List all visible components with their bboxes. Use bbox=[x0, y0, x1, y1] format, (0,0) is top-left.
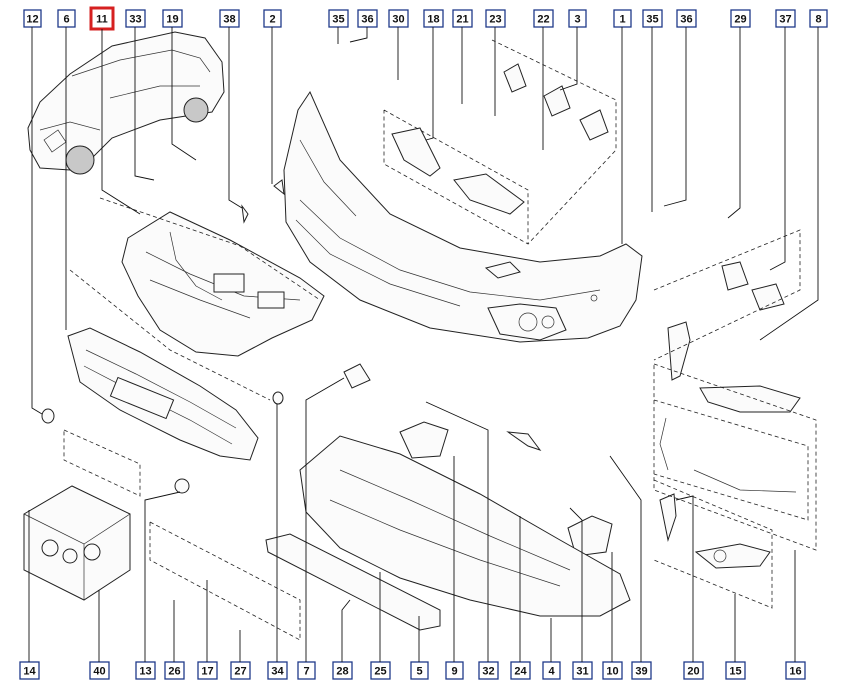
svg-text:21: 21 bbox=[456, 14, 468, 26]
svg-text:37: 37 bbox=[779, 14, 791, 26]
callout-35: 35 bbox=[328, 9, 349, 28]
callout-12: 12 bbox=[23, 9, 42, 28]
callout-18: 18 bbox=[423, 9, 444, 28]
callout-36: 36 bbox=[357, 9, 378, 28]
svg-text:4: 4 bbox=[548, 666, 555, 678]
callout-14: 14 bbox=[19, 661, 40, 680]
svg-text:31: 31 bbox=[576, 666, 588, 678]
svg-text:20: 20 bbox=[687, 666, 699, 678]
svg-text:34: 34 bbox=[271, 666, 284, 678]
callout-22: 22 bbox=[533, 9, 554, 28]
svg-text:19: 19 bbox=[166, 14, 178, 26]
callout-36b: 36 bbox=[676, 9, 697, 28]
callout-7: 7 bbox=[297, 661, 316, 680]
svg-text:33: 33 bbox=[129, 14, 141, 26]
svg-text:1: 1 bbox=[619, 14, 625, 26]
svg-text:35: 35 bbox=[332, 14, 344, 26]
callout-17: 17 bbox=[197, 661, 218, 680]
svg-text:6: 6 bbox=[63, 14, 69, 26]
callout-4: 4 bbox=[542, 661, 561, 680]
svg-text:18: 18 bbox=[427, 14, 439, 26]
callout-16: 16 bbox=[785, 661, 806, 680]
svg-text:2: 2 bbox=[269, 14, 275, 26]
callouts-top: 12 6 11 33 19 38 2 35 36 30 18 21 23 22 … bbox=[23, 6, 828, 31]
svg-text:10: 10 bbox=[606, 666, 618, 678]
svg-text:36: 36 bbox=[680, 14, 692, 26]
callout-23: 23 bbox=[485, 9, 506, 28]
callout-27: 27 bbox=[230, 661, 251, 680]
svg-text:5: 5 bbox=[416, 666, 422, 678]
svg-text:14: 14 bbox=[23, 666, 36, 678]
svg-text:17: 17 bbox=[201, 666, 213, 678]
svg-text:36: 36 bbox=[361, 14, 373, 26]
svg-text:13: 13 bbox=[139, 666, 151, 678]
callout-20: 20 bbox=[683, 661, 704, 680]
leader-lines bbox=[28, 27, 819, 662]
callout-39: 39 bbox=[631, 661, 652, 680]
svg-text:40: 40 bbox=[93, 666, 105, 678]
callout-29: 29 bbox=[730, 9, 751, 28]
callout-5: 5 bbox=[410, 661, 429, 680]
callout-31: 31 bbox=[572, 661, 593, 680]
svg-text:11: 11 bbox=[96, 14, 108, 26]
svg-text:3: 3 bbox=[574, 14, 580, 26]
svg-text:29: 29 bbox=[734, 14, 746, 26]
svg-text:27: 27 bbox=[234, 666, 246, 678]
clip-parts bbox=[41, 179, 613, 557]
callout-11-highlighted: 11 bbox=[89, 6, 115, 31]
svg-text:35: 35 bbox=[646, 14, 658, 26]
callout-40: 40 bbox=[89, 661, 110, 680]
svg-text:26: 26 bbox=[168, 666, 180, 678]
callout-3: 3 bbox=[568, 9, 587, 28]
callout-37: 37 bbox=[775, 9, 796, 28]
svg-text:38: 38 bbox=[223, 14, 235, 26]
callout-38: 38 bbox=[219, 9, 240, 28]
callout-35b: 35 bbox=[642, 9, 663, 28]
svg-text:32: 32 bbox=[482, 666, 494, 678]
svg-text:22: 22 bbox=[537, 14, 549, 26]
svg-text:16: 16 bbox=[789, 666, 801, 678]
svg-text:7: 7 bbox=[303, 666, 309, 678]
svg-text:15: 15 bbox=[729, 666, 741, 678]
svg-text:23: 23 bbox=[489, 14, 501, 26]
callout-13: 13 bbox=[135, 661, 156, 680]
front-grille bbox=[67, 327, 259, 461]
callout-9: 9 bbox=[445, 661, 464, 680]
car-illustration bbox=[27, 31, 225, 175]
svg-text:28: 28 bbox=[336, 666, 348, 678]
callout-30: 30 bbox=[388, 9, 409, 28]
svg-text:8: 8 bbox=[815, 14, 821, 26]
svg-text:30: 30 bbox=[392, 14, 404, 26]
svg-text:12: 12 bbox=[26, 14, 38, 26]
lower-strip bbox=[265, 533, 441, 631]
callout-8: 8 bbox=[809, 9, 828, 28]
svg-text:39: 39 bbox=[635, 666, 647, 678]
callout-32: 32 bbox=[478, 661, 499, 680]
callouts-bottom: 14 40 13 26 17 27 34 7 28 25 5 9 32 24 4… bbox=[19, 661, 806, 680]
front-bumper bbox=[283, 90, 643, 343]
callout-24: 24 bbox=[510, 661, 531, 680]
kit-box bbox=[23, 485, 131, 601]
upper-crossmember bbox=[121, 211, 325, 357]
svg-text:9: 9 bbox=[451, 666, 457, 678]
callout-34: 34 bbox=[267, 661, 288, 680]
svg-text:24: 24 bbox=[514, 666, 527, 678]
callout-6: 6 bbox=[57, 9, 76, 28]
mounting-brackets bbox=[391, 63, 785, 311]
group-outlines bbox=[63, 39, 817, 641]
callout-15: 15 bbox=[725, 661, 746, 680]
callout-25: 25 bbox=[370, 661, 391, 680]
callout-2: 2 bbox=[263, 9, 282, 28]
lower-undertray bbox=[299, 435, 631, 617]
callout-19: 19 bbox=[162, 9, 183, 28]
svg-text:25: 25 bbox=[374, 666, 386, 678]
side-trims bbox=[659, 321, 801, 569]
callout-28: 28 bbox=[332, 661, 353, 680]
callout-10: 10 bbox=[602, 661, 623, 680]
callout-26: 26 bbox=[164, 661, 185, 680]
callout-1: 1 bbox=[613, 9, 632, 28]
callout-33: 33 bbox=[125, 9, 146, 28]
callout-21: 21 bbox=[452, 9, 473, 28]
